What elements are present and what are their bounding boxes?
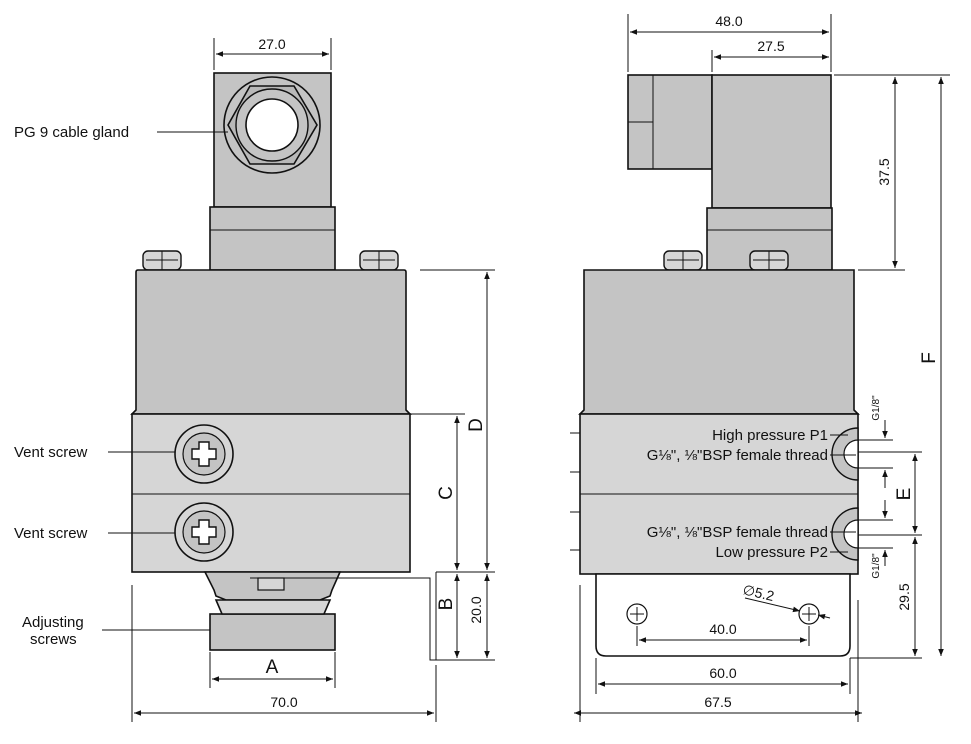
side-upper-body: [578, 269, 860, 415]
callout-thread-2: G⅛", ⅛"BSP female thread: [647, 524, 828, 541]
dim-side-connector: 27.5: [757, 38, 784, 54]
callout-adjusting-2: screws: [30, 631, 77, 648]
dim-side-hole-dia: ∅5.2: [741, 581, 776, 604]
dim-side-g18-bottom: G1/8": [871, 553, 882, 579]
callout-low-pressure: Low pressure P2: [715, 544, 828, 561]
dim-front-D: D: [466, 418, 487, 432]
front-upper-body: [130, 269, 412, 415]
vent-screw-icon: [174, 424, 234, 484]
front-lower-block: [131, 413, 411, 573]
dim-front-total-width: 70.0: [270, 694, 297, 710]
port-icon: [831, 507, 859, 561]
dim-side-hole-spacing: 40.0: [709, 621, 736, 637]
side-view: 48.0 27.5 37.5 F E 29.5 G1/8" G1/8" ∅5.2: [570, 13, 950, 722]
dim-front-20: 20.0: [468, 596, 484, 623]
dim-front-C: C: [436, 486, 457, 500]
side-bolt-left: [663, 250, 703, 271]
mounting-hole-icon: [798, 603, 820, 625]
cable-gland-icon: [223, 76, 321, 174]
side-connector: [711, 74, 832, 209]
dim-side-height-37: 37.5: [876, 158, 892, 185]
side-bolt-right: [749, 250, 789, 271]
dim-side-F: F: [919, 352, 940, 364]
dim-side-base-width: 60.0: [709, 665, 736, 681]
side-base-plate: [595, 573, 851, 657]
callout-high-pressure: High pressure P1: [712, 427, 828, 444]
callout-adjusting-1: Adjusting: [22, 614, 84, 631]
front-view: 27.0 70.0 A D C B 20.0 PG 9 cable gland …: [14, 36, 495, 722]
callout-vent-screw-2: Vent screw: [14, 525, 88, 542]
dim-side-E: E: [894, 488, 915, 501]
dim-side-total-top: 48.0: [715, 13, 742, 29]
front-bolt-right: [359, 250, 399, 271]
dim-front-B: B: [436, 598, 457, 611]
dim-side-total-width: 67.5: [704, 694, 731, 710]
dim-side-29: 29.5: [896, 583, 912, 610]
front-bolt-left: [142, 250, 182, 271]
dim-front-A: A: [266, 657, 279, 678]
callout-cable-gland: PG 9 cable gland: [14, 124, 129, 141]
vent-screw-icon: [174, 502, 234, 562]
mounting-hole-icon: [626, 603, 648, 625]
callout-thread-1: G⅛", ⅛"BSP female thread: [647, 447, 828, 464]
port-icon: [831, 427, 859, 481]
callout-vent-screw-1: Vent screw: [14, 444, 88, 461]
front-knob: [209, 613, 336, 651]
front-neck: [209, 206, 336, 271]
dim-front-top-width: 27.0: [258, 36, 285, 52]
dim-side-g18-top: G1/8": [871, 395, 882, 421]
